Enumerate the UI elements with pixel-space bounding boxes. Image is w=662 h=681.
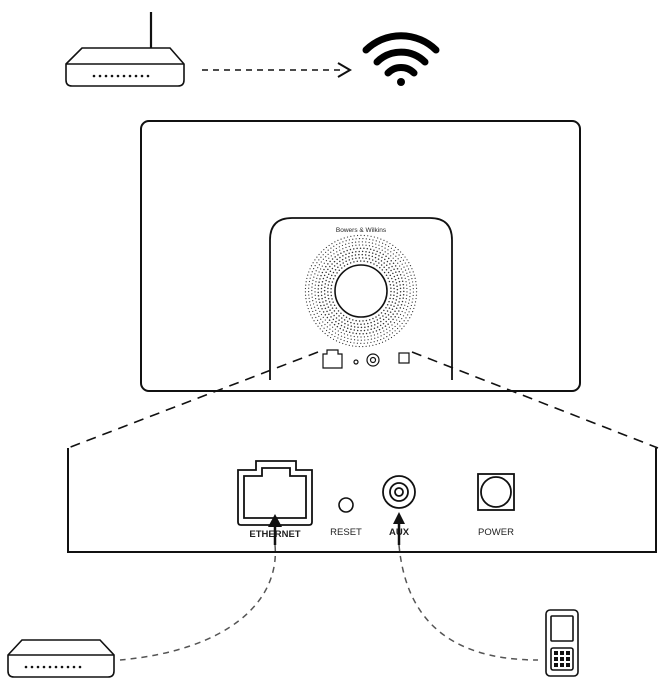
wired-router-icon [7, 639, 115, 678]
module-power-port-icon [398, 352, 410, 364]
ethernet-port-icon [237, 460, 313, 526]
reset-pinhole-icon [338, 497, 354, 513]
speaker-driver [334, 264, 388, 318]
reset-label: RESET [330, 527, 362, 538]
speaker-grille [304, 234, 418, 348]
ethernet-cable-plug [268, 514, 282, 545]
ethernet-cable [119, 544, 277, 661]
module-ports [322, 349, 410, 369]
wifi-router-icon [65, 12, 185, 87]
power-socket-icon [477, 473, 515, 511]
brand-logo: Bowers & Wilkins [336, 227, 387, 234]
zoom-lines [67, 351, 659, 449]
module-ethernet-port-icon [322, 349, 343, 369]
wifi-link-arrow [202, 62, 352, 78]
aux-port-icon [382, 475, 416, 509]
rear-panel-closeup [67, 448, 657, 553]
wifi-signal-icon [362, 32, 440, 86]
power-label: POWER [478, 527, 514, 538]
module-reset-icon [353, 359, 359, 365]
aux-cable-plug [393, 512, 405, 545]
module-aux-port-icon [366, 353, 380, 367]
portable-audio-player-icon [545, 609, 579, 677]
aux-cable [398, 544, 539, 661]
